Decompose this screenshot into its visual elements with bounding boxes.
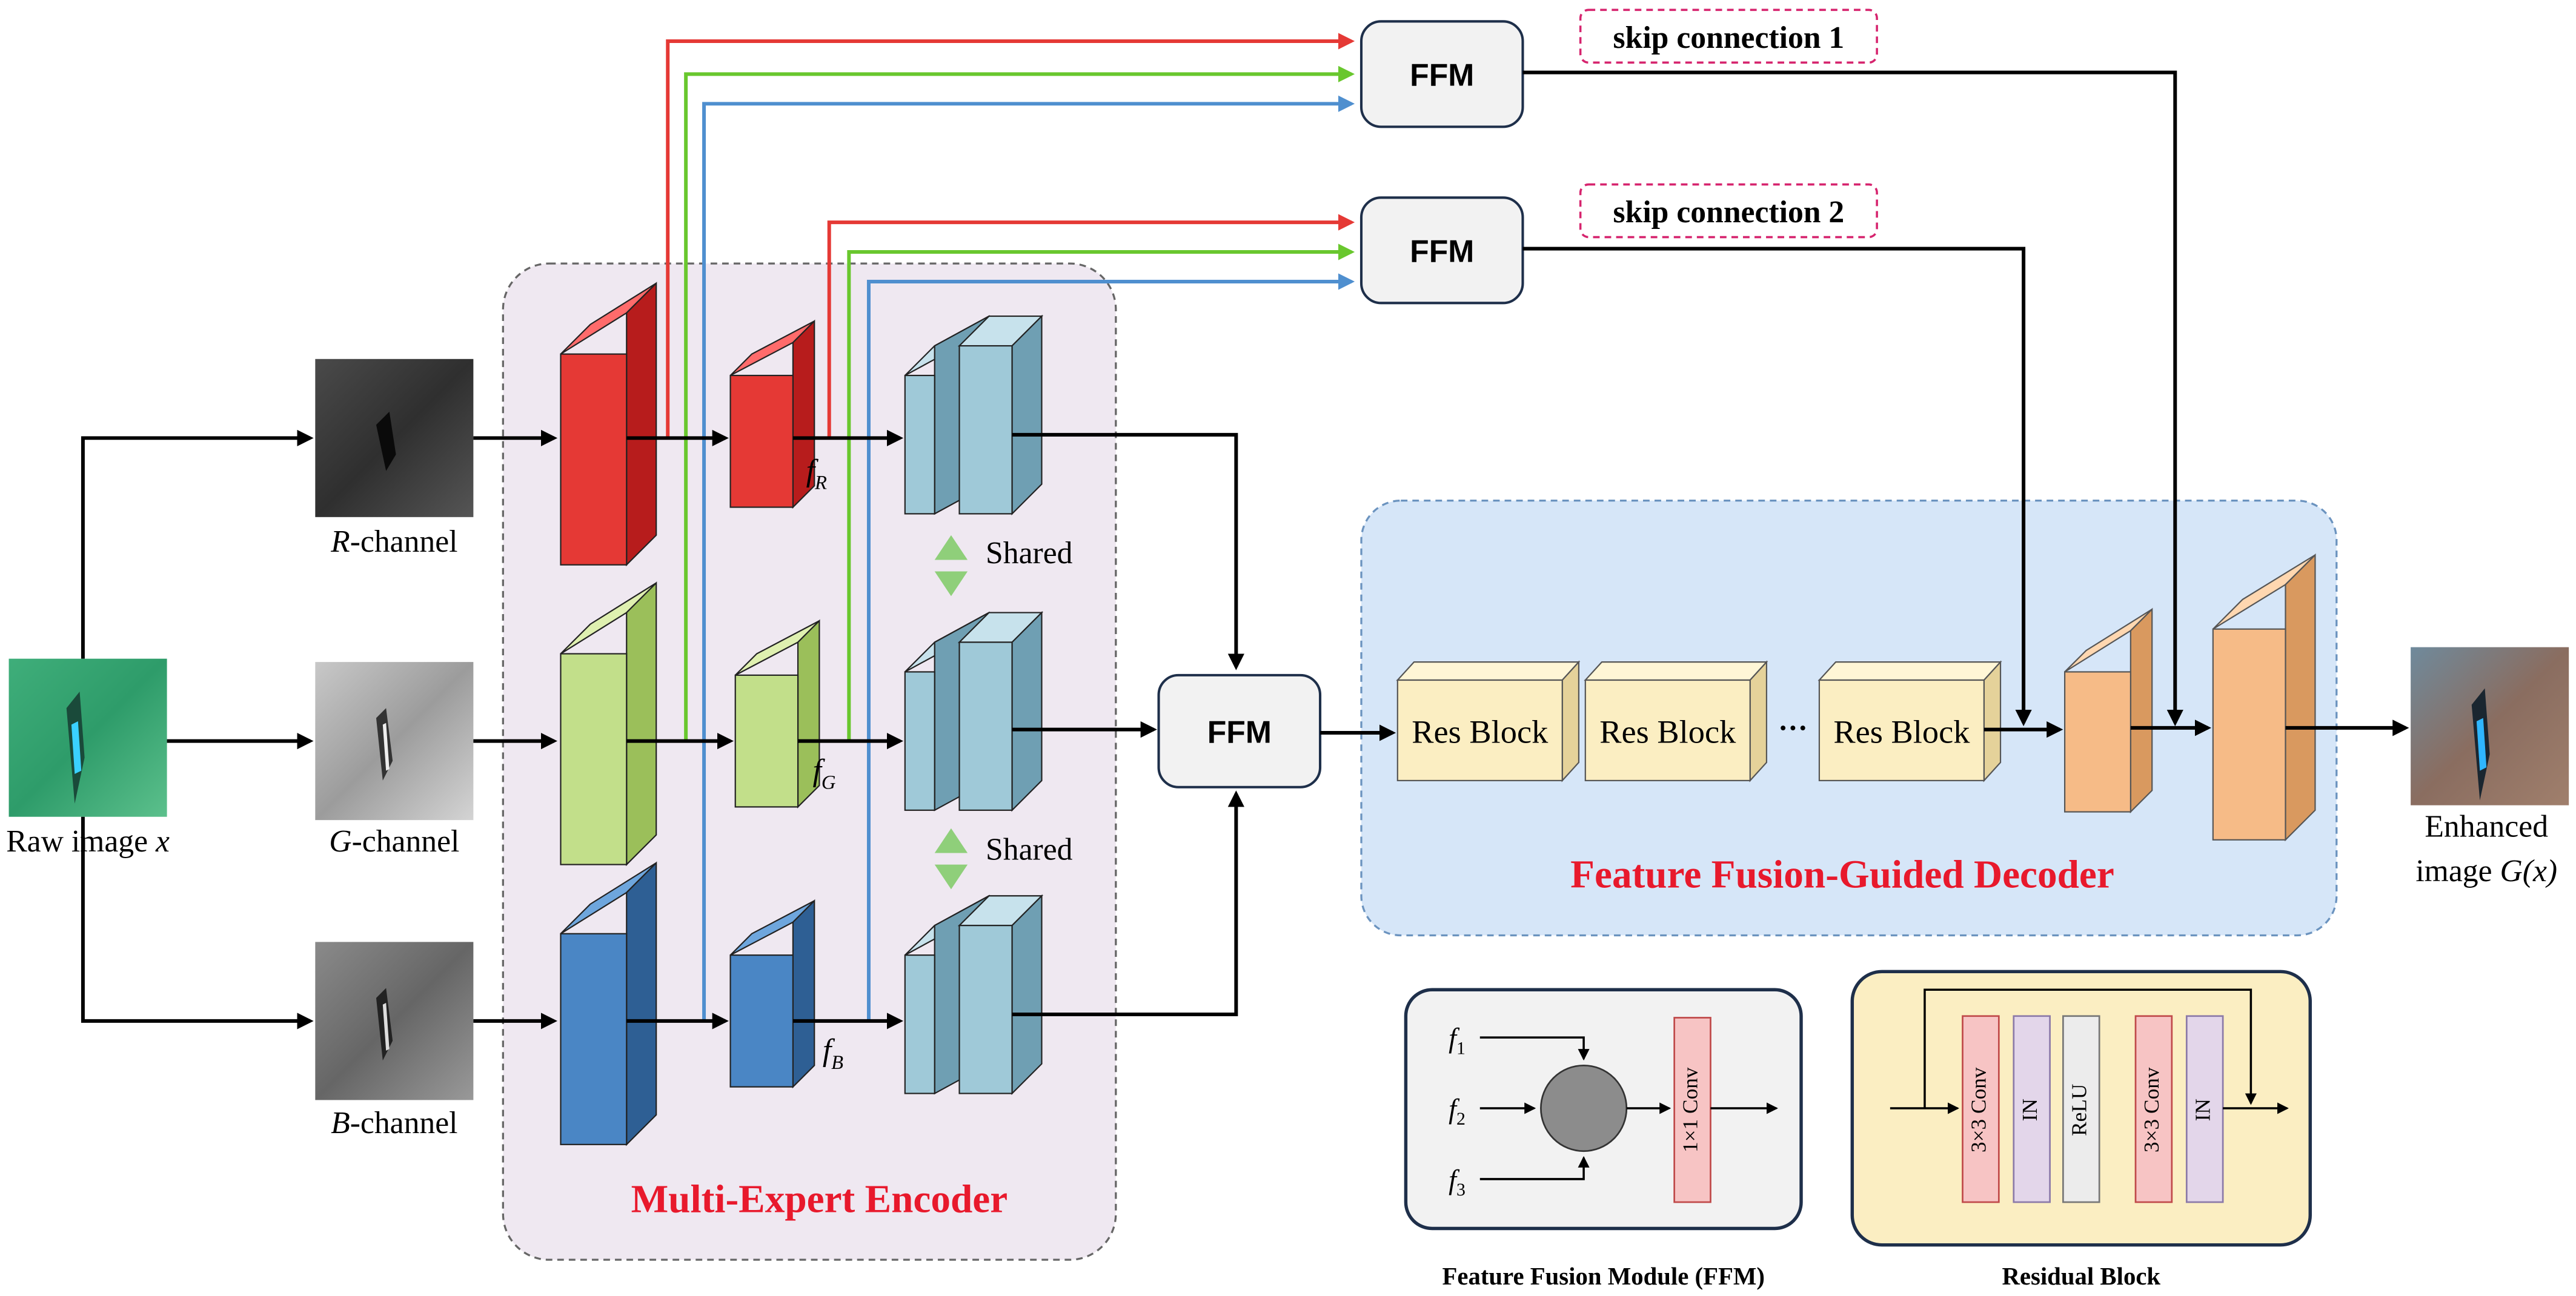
enhanced-label-line2: image G(x) (2415, 854, 2557, 888)
res-block-ellipsis: ··· (1778, 711, 1808, 744)
conv-block-r1 (560, 282, 657, 567)
g-channel-image (315, 662, 474, 821)
upsample-block-1 (2064, 607, 2153, 814)
res-block-3 (1817, 660, 2002, 782)
shared-block-r (904, 314, 1044, 516)
res-legend-layer-5: IN (2191, 1099, 2214, 1121)
res-block-2-label: Res Block (1599, 713, 1736, 750)
svg-text:FFM: FFM (1410, 233, 1474, 268)
skip-connection-2-tag: skip connection 2 (1579, 183, 1878, 239)
g-channel-label: G-channel (329, 824, 459, 859)
res-block-1-label: Res Block (1412, 713, 1549, 750)
ffm-legend-conv-label: 1×1 Conv (1679, 1067, 1702, 1152)
residual-legend (1850, 970, 2312, 1247)
shared-label-1: Shared (986, 536, 1073, 570)
res-legend-caption: Residual Block (2002, 1263, 2160, 1290)
r-channel-image (315, 359, 474, 517)
skip-blue-2 (866, 273, 1355, 1021)
res-legend-layer-3: ReLU (2067, 1084, 2091, 1136)
skip-green-2 (847, 243, 1355, 741)
skip-blue-1 (702, 95, 1355, 1021)
svg-text:FFM: FFM (1410, 57, 1474, 92)
res-legend-layer-1: 3×3 Conv (1967, 1067, 1991, 1152)
encoder-title: Multi-Expert Encoder (631, 1177, 1008, 1221)
enhanced-label-line1: Enhanced (2425, 809, 2548, 844)
skip-2-path (1522, 246, 2032, 727)
conv-block-r2 (729, 319, 815, 509)
res-block-3-label: Res Block (1833, 713, 1970, 750)
shared-block-g (904, 610, 1044, 812)
skip-red-1 (666, 33, 1355, 438)
ffm-legend-caption: Feature Fusion Module (FFM) (1442, 1263, 1765, 1290)
r-channel-label: R-channel (330, 524, 457, 559)
arrow-raw-to-b (81, 816, 314, 1030)
raw-image (8, 658, 167, 817)
decoder-connectors (1320, 70, 2409, 741)
res-legend-layer-4: 3×3 Conv (2140, 1067, 2163, 1152)
skip-green-1 (684, 65, 1355, 741)
input-connectors (81, 429, 558, 1030)
encoder-connectors (626, 429, 1244, 1030)
skip-connection-1-tag: skip connection 1 (1579, 8, 1878, 64)
res-block-1 (1396, 660, 1581, 782)
res-block-2 (1584, 660, 1768, 782)
ffm-box-top: FFM (1359, 20, 1524, 128)
skip-lines (666, 33, 1355, 1021)
shared-label-2: Shared (986, 832, 1073, 867)
conv-block-b2 (729, 899, 815, 1089)
shared-block-b (904, 894, 1044, 1096)
decoder-title: Feature Fusion-Guided Decoder (1570, 853, 2114, 897)
raw-image-label: Raw image x (6, 824, 170, 859)
shared-arrow-icon-1 (934, 535, 968, 597)
upsample-block-2 (2212, 553, 2316, 842)
arrow-raw-to-r (81, 429, 314, 659)
conv-block-g2 (734, 619, 820, 809)
svg-text:FFM: FFM (1207, 714, 1272, 749)
shared-arrow-icon-2 (934, 828, 968, 890)
conv-block-g1 (560, 581, 657, 867)
ffm-box-main: FFM (1157, 673, 1322, 789)
svg-text:skip connection 2: skip connection 2 (1613, 195, 1845, 230)
b-channel-image (315, 942, 474, 1100)
conv-block-b1 (560, 861, 657, 1146)
res-legend-layer-2: IN (2018, 1099, 2042, 1121)
enhanced-image (2411, 647, 2569, 805)
skip-red-2 (827, 214, 1355, 438)
ffm-box-mid: FFM (1359, 196, 1524, 305)
ffm-legend (1404, 988, 1803, 1231)
skip-1-path (1522, 70, 2183, 727)
b-channel-label: B-channel (331, 1106, 457, 1140)
svg-text:skip connection 1: skip connection 1 (1613, 21, 1845, 55)
